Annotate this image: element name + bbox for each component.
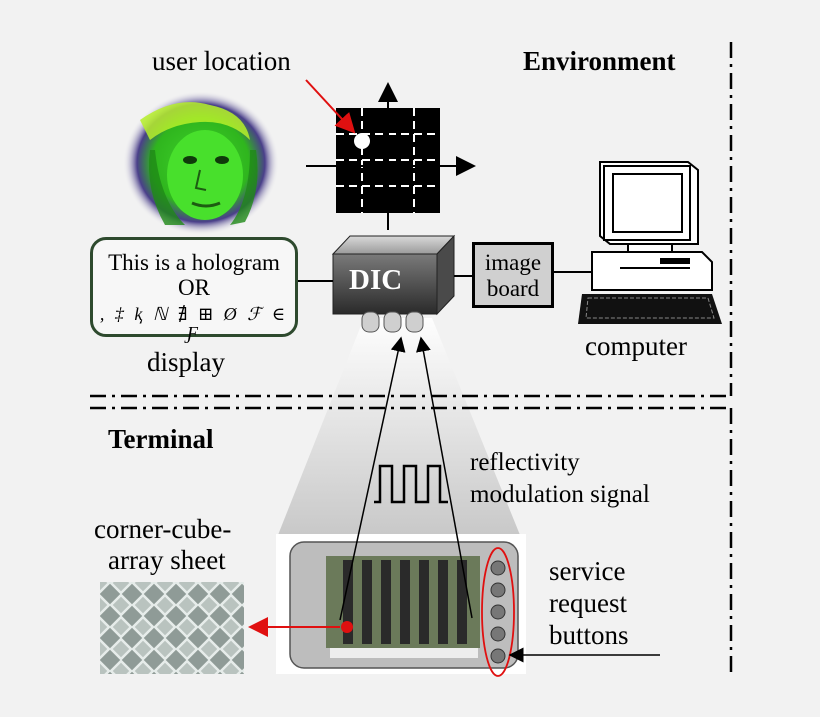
display-text-or: OR: [178, 275, 210, 301]
light-beam: [278, 318, 520, 535]
service-label-3: buttons: [549, 620, 629, 650]
corner-cube-label-1: corner-cube-: [94, 514, 232, 544]
service-label-2: request: [549, 588, 627, 618]
user-location-arrow: [305, 79, 356, 134]
service-label-1: service: [549, 556, 626, 586]
user-location-label: user location: [152, 46, 291, 76]
image-board-line1: image: [484, 250, 542, 275]
corner-cube-label-2: array sheet: [108, 545, 226, 575]
terminal-label: Terminal: [108, 424, 214, 454]
camera-icon: [331, 234, 456, 333]
display-text-hologram: This is a hologram: [108, 250, 280, 275]
computer-icon: [578, 161, 722, 324]
corner-cube-texture: [100, 582, 244, 674]
terminal-device: [276, 534, 526, 677]
dic-label: DIC: [349, 264, 403, 296]
face-photo: [123, 91, 279, 235]
grid-icon: [306, 82, 476, 230]
display-label: display: [147, 347, 225, 377]
modulation-signal: [374, 464, 448, 504]
image-board: image board: [472, 242, 554, 308]
display-box: This is a hologram OR , ‡ ⱪ ℕ ∄ ⊞ Ø ℱ ∈ …: [90, 237, 298, 343]
reflectivity-label: reflectivity: [470, 449, 580, 476]
image-board-line2: board: [486, 276, 540, 302]
display-text-symbols: , ‡ ⱪ ℕ ∄ ⊞ Ø ℱ ∈ Ƒ: [99, 303, 289, 344]
modulation-signal-label: modulation signal: [470, 481, 650, 508]
environment-label: Environment: [523, 46, 676, 76]
computer-label: computer: [585, 331, 687, 361]
